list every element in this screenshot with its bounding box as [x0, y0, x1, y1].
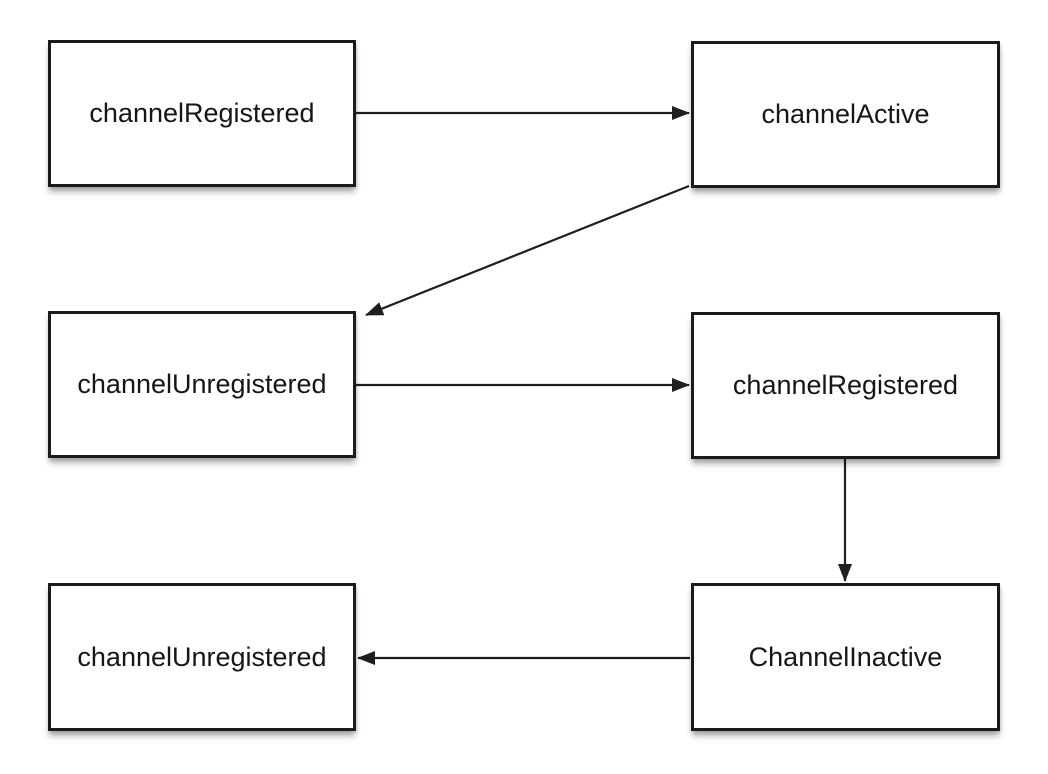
state-label: channelUnregistered	[77, 369, 327, 399]
state-label: channelUnregistered	[77, 641, 327, 672]
state-label: channelActive	[761, 99, 930, 129]
state-box-channelUnregistered-middle: channelUnregistered	[48, 311, 356, 458]
state-label: channelRegistered	[89, 98, 315, 128]
state-box-channelRegistered-top: channelRegistered	[48, 40, 356, 187]
edge-channelActive-to-channelUnregistered	[365, 184, 690, 317]
state-label: channelRegistered	[732, 370, 959, 400]
state-box-channelUnregistered-bottom: channelUnregistered	[48, 583, 356, 731]
state-box-channelRegistered-middle: channelRegistered	[691, 312, 1000, 459]
state-box-ChannelInactive: ChannelInactive	[691, 583, 1000, 731]
state-label: ChannelInactive	[748, 641, 943, 672]
state-box-channelActive: channelActive	[691, 41, 1000, 188]
